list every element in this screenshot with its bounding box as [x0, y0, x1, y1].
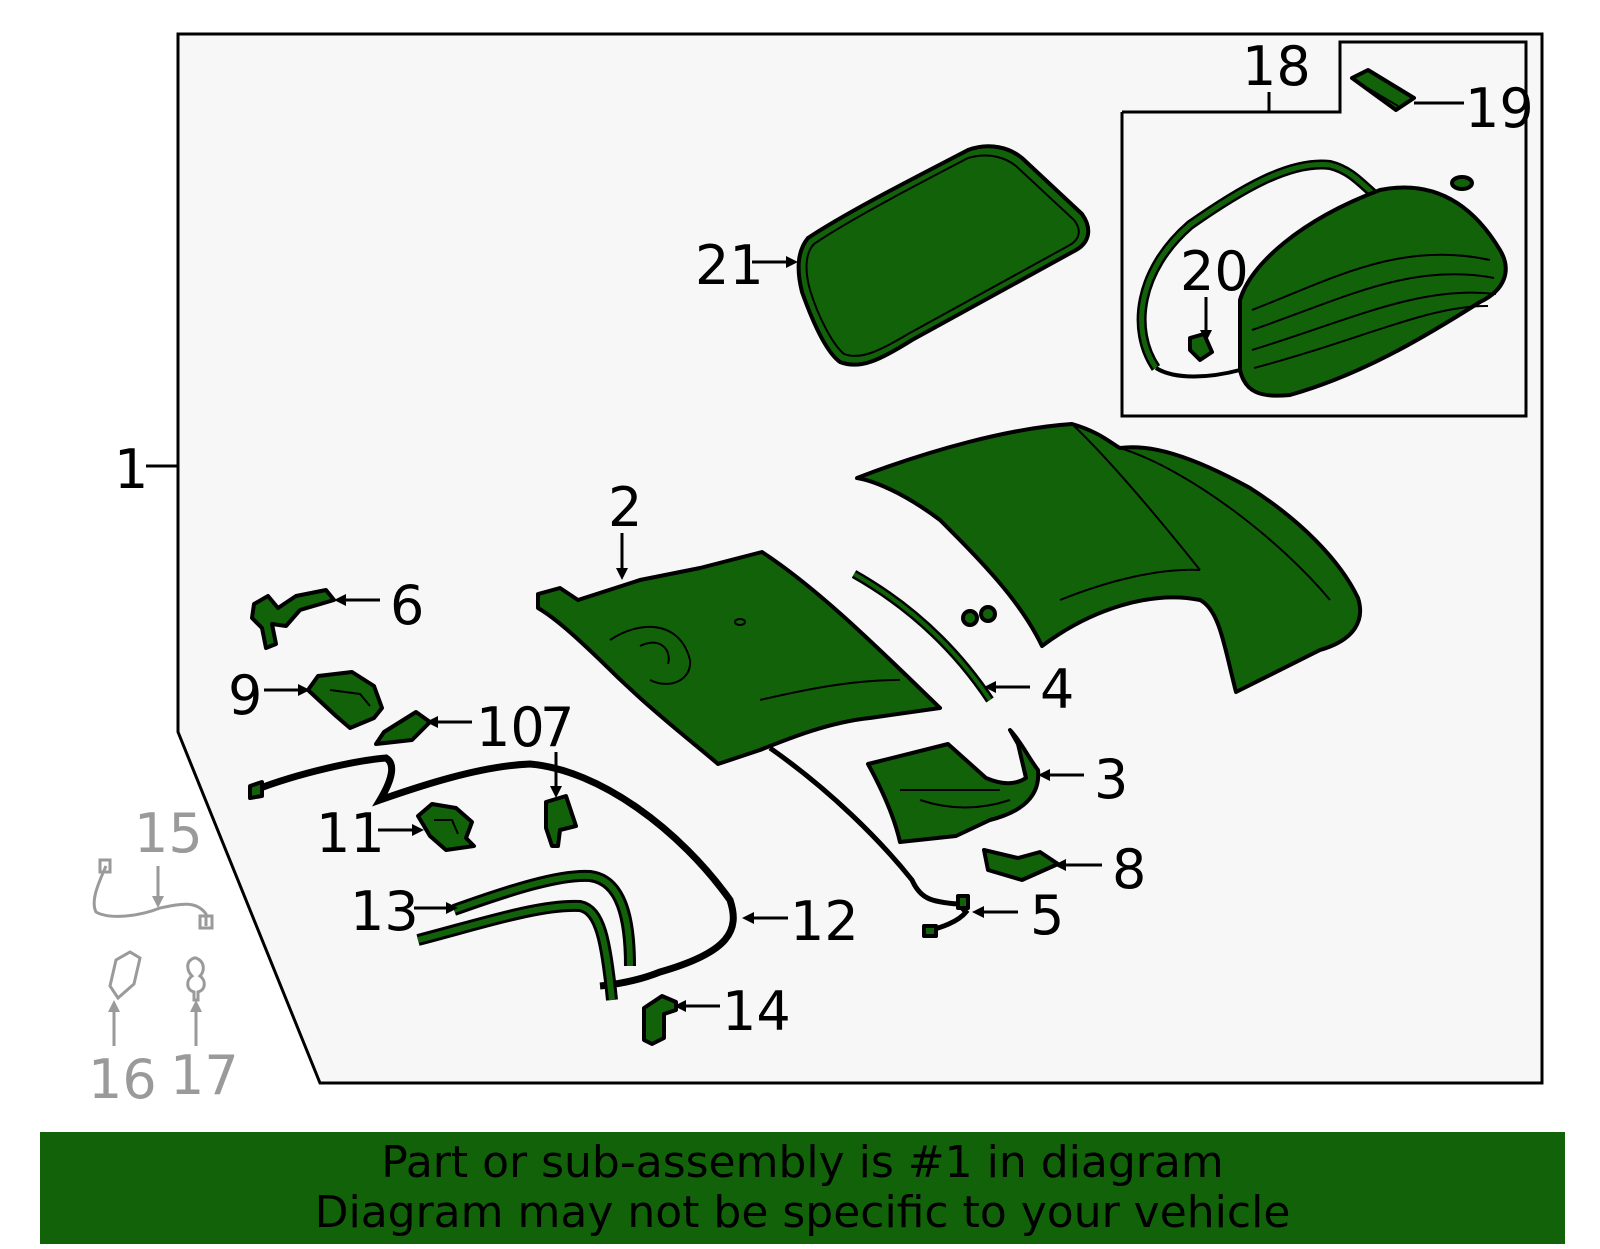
callout-3[interactable]: 3 [1094, 748, 1128, 811]
callout-1[interactable]: 1 [114, 438, 148, 501]
callout-20[interactable]: 20 [1180, 240, 1249, 303]
part-2-headliner[interactable] [536, 550, 942, 766]
arrow-8 [1054, 859, 1066, 871]
part-12-header-seal[interactable] [248, 754, 737, 990]
callout-18[interactable]: 18 [1242, 35, 1311, 98]
part-10[interactable] [374, 710, 432, 746]
callout-7[interactable]: 7 [540, 696, 574, 759]
arrow-10 [426, 716, 438, 728]
arrow-15 [152, 896, 164, 908]
part-11[interactable] [416, 802, 476, 852]
clip-small[interactable] [1450, 175, 1474, 191]
part-21[interactable] [796, 144, 1091, 367]
callout-6[interactable]: 6 [390, 574, 424, 637]
part-5-harness[interactable] [768, 745, 970, 938]
fastener-pair[interactable] [961, 605, 997, 627]
disclaimer-banner: Part or sub-assembly is #1 in diagram Di… [40, 1132, 1565, 1244]
part-3[interactable] [866, 728, 1041, 844]
arrow-17 [190, 1000, 202, 1012]
part-6[interactable] [250, 588, 336, 650]
part-7[interactable] [544, 794, 578, 848]
callout-19[interactable]: 19 [1465, 77, 1534, 140]
arrow-9 [298, 684, 310, 696]
part-9[interactable] [306, 670, 384, 730]
arrow-4 [984, 681, 996, 693]
callout-21[interactable]: 21 [695, 234, 764, 297]
callout-2[interactable]: 2 [608, 476, 642, 539]
arrow-11 [412, 824, 424, 836]
arrow-7 [550, 786, 562, 798]
part-17[interactable] [186, 956, 206, 1002]
arrow-13 [446, 902, 458, 914]
callout-10[interactable]: 10 [476, 696, 545, 759]
callout-11[interactable]: 11 [316, 802, 385, 865]
arrow-5 [972, 906, 984, 918]
arrow-12 [742, 912, 754, 924]
part-15-harness[interactable] [92, 858, 214, 930]
rear-window-glass[interactable] [1238, 185, 1508, 398]
callout-13[interactable]: 13 [350, 880, 419, 943]
arrow-20 [1200, 330, 1212, 342]
callout-15[interactable]: 15 [134, 802, 203, 865]
subassembly-box-18 [1120, 40, 1528, 418]
callout-16[interactable]: 16 [88, 1048, 157, 1111]
arrow-6 [334, 594, 346, 606]
banner-line-1: Part or sub-assembly is #1 in diagram [381, 1137, 1224, 1188]
callout-17[interactable]: 17 [170, 1044, 239, 1107]
arrow-2 [616, 568, 628, 580]
part-13-side-rail-seal[interactable] [416, 869, 636, 1001]
banner-line-2: Diagram may not be specific to your vehi… [314, 1187, 1291, 1238]
part-14[interactable] [642, 994, 678, 1046]
arrow-14 [674, 1000, 686, 1012]
arrow-16 [108, 1000, 120, 1012]
callout-4[interactable]: 4 [1040, 658, 1074, 721]
convertible-top-cover[interactable] [855, 422, 1363, 694]
callout-9[interactable]: 9 [228, 664, 262, 727]
part-19[interactable] [1350, 68, 1416, 112]
arrow-21 [786, 256, 798, 268]
callout-12[interactable]: 12 [790, 890, 859, 953]
callout-5[interactable]: 5 [1030, 884, 1064, 947]
part-16[interactable] [108, 950, 142, 1001]
assembly-frame [176, 32, 1544, 1085]
callout-14[interactable]: 14 [722, 980, 791, 1043]
callout-8[interactable]: 8 [1112, 838, 1146, 901]
arrow-3 [1038, 769, 1050, 781]
